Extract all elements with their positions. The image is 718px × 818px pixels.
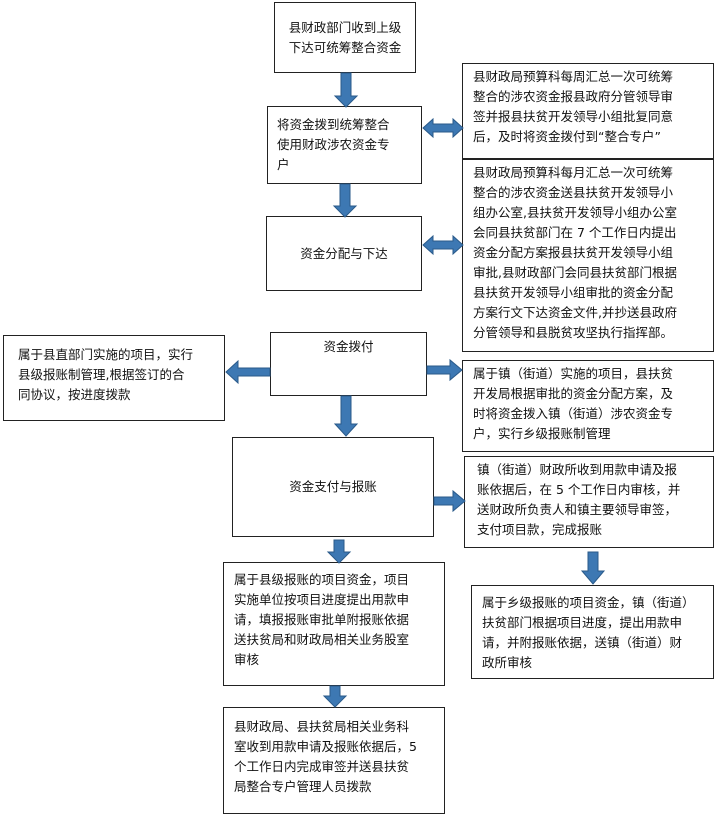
box-township-level-reimbursement: 属于乡级报账的项目资金，镇（街道） 扶贫部门根据项目进度，提出用款申 请，并附报…: [471, 585, 714, 679]
box-allocate-to-account: 将资金拨到统筹整合 使用财政涉农资金专 户: [267, 106, 422, 184]
arrow-down-6: [322, 685, 348, 708]
arrow-down-2: [332, 183, 358, 218]
arrow-right-review: [433, 489, 466, 513]
box-town-review: 镇（街道）财政所收到用款申请及报 账依据后，在 5 个工作日内审核，并 送财政所…: [464, 456, 714, 548]
arrow-double-1: [422, 117, 464, 139]
arrow-down-5: [580, 551, 606, 585]
box-monthly-summary: 县财政局预算科每月汇总一次可统筹 整合的涉农资金送县扶贫开发领导小 组办公室,县…: [462, 159, 714, 352]
box-county-level-reimbursement: 属于县级报账的项目资金，项目 实施单位按项目进度提出用款申 请，填报报账审批单附…: [223, 562, 445, 686]
arrow-down-3: [333, 395, 359, 437]
box-final-review: 县财政局、县扶贫局相关业务科 室收到用款申请及报账依据后，5 个工作日内完成审签…: [223, 707, 445, 814]
arrow-left-county: [225, 359, 271, 385]
box-payment: 资金支付与报账: [232, 437, 434, 537]
box-receive-funds: 县财政部门收到上级 下达可统筹整合资金: [274, 2, 416, 73]
box-weekly-summary: 县财政局预算科每周汇总一次可统筹 整合的涉农资金报县政府分管领导审 签并报县扶贫…: [462, 63, 714, 159]
box-town-project: 属于镇（街道）实施的项目，县扶贫 开发局根据审批的资金分配方案，及 时将资金拨入…: [462, 360, 714, 452]
box-distribute: 资金分配与下达: [266, 216, 422, 291]
box-county-project: 属于县直部门实施的项目，实行 县级报账制管理,根据签订的合 同协议，按进度拨款: [3, 335, 225, 421]
arrow-down-4: [326, 539, 352, 564]
arrow-down-1: [333, 72, 359, 108]
box-disburse: 资金拨付: [270, 332, 427, 396]
arrow-double-2: [422, 234, 464, 256]
arrow-right-town: [426, 358, 463, 382]
